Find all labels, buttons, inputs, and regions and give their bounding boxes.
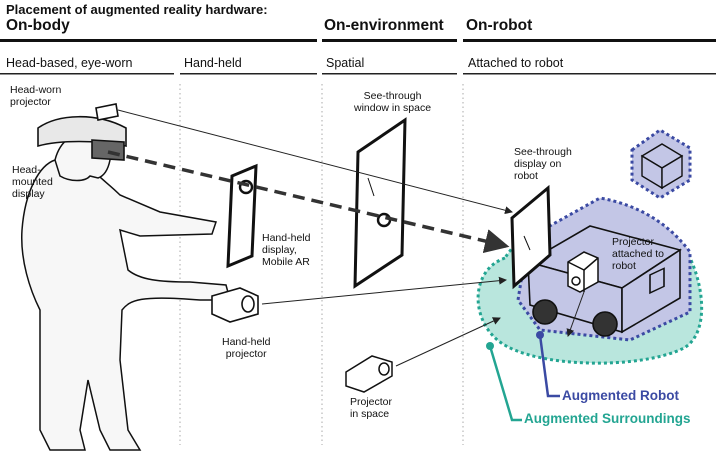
label-head-mounted-display: Head- mounted display xyxy=(12,164,53,200)
subcategory-rule-hand-held xyxy=(180,73,317,75)
label-see-through-window: See-through window in space xyxy=(354,90,432,114)
category-on-body: On-body xyxy=(6,17,70,34)
robot xyxy=(525,225,682,337)
see-through-window xyxy=(353,117,407,289)
category-on-environment: On-environment xyxy=(324,17,444,34)
label-head-worn-projector: Head-worn projector xyxy=(10,84,62,108)
hand-held-display xyxy=(226,163,258,269)
subcategory-spatial: Spatial xyxy=(326,56,365,70)
label-projector-in-space: Projector in space xyxy=(350,396,393,420)
category-rule-on-body xyxy=(0,39,317,42)
spatial-projector xyxy=(345,355,393,393)
subcategory-rule-attached xyxy=(463,73,716,75)
head-projector-ray xyxy=(117,109,513,215)
subcategory-rule-spatial xyxy=(322,73,457,75)
augmented-surroundings-label: Augmented Surroundings xyxy=(524,411,691,426)
robot-projector-ray xyxy=(566,291,585,337)
augmented-robot-pointer xyxy=(536,331,560,398)
category-rule-on-environment xyxy=(322,39,457,42)
augmented-object-cube xyxy=(630,128,692,200)
subcategory-hand-held: Hand-held xyxy=(184,56,242,70)
line-of-sight-arrow xyxy=(107,150,510,254)
hand-projector-ray xyxy=(261,276,507,305)
category-on-robot: On-robot xyxy=(466,17,533,34)
augmented-robot-label: Augmented Robot xyxy=(562,388,679,403)
hand-held-projector xyxy=(211,287,259,323)
label-projector-attached: Projector attached to robot xyxy=(612,236,664,272)
label-see-through-display-robot: See-through display on robot xyxy=(514,146,572,182)
label-hand-held-display: Hand-held display, Mobile AR xyxy=(262,232,311,268)
robot-see-through-display xyxy=(510,184,552,290)
category-rule-on-robot xyxy=(463,39,716,42)
robot-projector xyxy=(567,251,599,293)
subcategory-head-based: Head-based, eye-worn xyxy=(6,56,133,70)
augmented-surroundings-pointer xyxy=(486,342,522,422)
diagram-title: Placement of augmented reality hardware: xyxy=(6,2,268,17)
label-hand-held-projector: Hand-held projector xyxy=(222,336,271,360)
subcategory-rule-head-based xyxy=(0,73,174,75)
spatial-projector-ray xyxy=(395,317,501,367)
subcategory-attached: Attached to robot xyxy=(468,56,564,70)
